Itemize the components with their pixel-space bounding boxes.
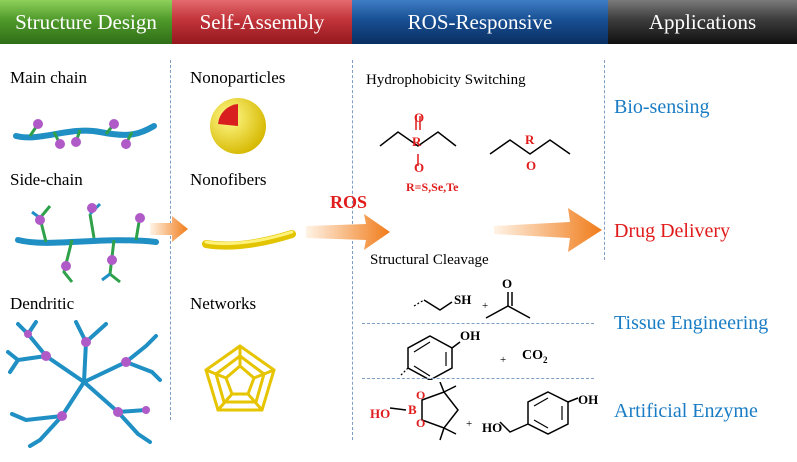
header-applications: Applications — [608, 0, 797, 44]
ros-arrow-icon — [306, 214, 390, 250]
main-chain-label: Main chain — [10, 68, 87, 87]
header-ros-responsive: ROS-Responsive — [352, 0, 608, 44]
application-tissue-engineering: Tissue Engineering — [614, 312, 769, 334]
atom-o-bottom-2: O — [526, 158, 537, 173]
boronate-ester-structure-image — [389, 382, 579, 441]
nanoparticle-image — [210, 98, 266, 154]
atom-b: B — [408, 402, 417, 417]
header-self-assembly: Self-Assembly — [172, 0, 352, 44]
atom-r-2: R — [525, 132, 535, 147]
application-artificial-enzyme: Artificial Enzyme — [614, 400, 758, 422]
plus-sign-3: + — [466, 418, 473, 430]
atom-o-ketone: O — [502, 276, 513, 291]
sulfone-structure-image — [379, 116, 457, 166]
structural-cleavage-label: Structural Cleavage — [370, 252, 489, 268]
column-divider-2 — [352, 60, 353, 440]
cleavage-divider-1 — [362, 323, 594, 324]
co2-text: CO — [522, 348, 543, 363]
application-drug-delivery: Drug Delivery — [614, 220, 731, 242]
atom-o-boronate-2: O — [416, 416, 426, 430]
sulfide-structure-image — [489, 139, 571, 155]
atom-sh: SH — [454, 292, 472, 307]
plus-sign-2: + — [500, 354, 507, 366]
co2-subscript: 2 — [543, 354, 548, 365]
arrow-right-icon — [150, 216, 188, 242]
networks-label: Networks — [190, 294, 257, 313]
dendritic-label: Dendritic — [10, 294, 75, 313]
atom-ho-boron: HO — [370, 406, 391, 421]
atom-oh-phenol: OH — [460, 328, 481, 343]
atom-o-top-1: O — [414, 110, 425, 125]
nanofiber-image — [202, 230, 296, 250]
side-chain-polymer-image — [15, 202, 159, 284]
r-group-definition: R=S,Se,Te — [406, 180, 459, 194]
cleavage-divider-2 — [362, 378, 594, 379]
nanoparticles-label: Nonoparticles — [190, 68, 286, 87]
atom-o-boronate-1: O — [416, 388, 426, 402]
carbon-dioxide: CO2 — [522, 348, 548, 365]
dendritic-polymer-image — [6, 320, 162, 448]
main-chain-polymer-image — [13, 119, 157, 149]
phenol-structure-image — [399, 335, 461, 380]
ros-arrow-label: ROS — [330, 192, 368, 212]
atom-oh-benzyl: OH — [578, 392, 599, 407]
thiol-ketone-structure-image — [413, 292, 531, 319]
plus-sign-1: + — [482, 300, 489, 312]
atom-ho-benzyl: HO — [482, 420, 503, 435]
network-image — [204, 344, 276, 412]
atom-o-bottom-1: O — [414, 160, 425, 175]
hydrophobicity-switching-label: Hydrophobicity Switching — [366, 72, 526, 88]
application-bio-sensing: Bio-sensing — [614, 96, 710, 118]
applications-arrow-icon — [494, 208, 602, 252]
nanofibers-label: Nonofibers — [190, 170, 267, 189]
side-chain-label: Side-chain — [10, 170, 83, 189]
column-divider-1 — [170, 60, 171, 420]
column-divider-3 — [604, 60, 605, 260]
atom-r-1: R — [412, 134, 422, 149]
header-structure-design: Structure Design — [0, 0, 172, 44]
